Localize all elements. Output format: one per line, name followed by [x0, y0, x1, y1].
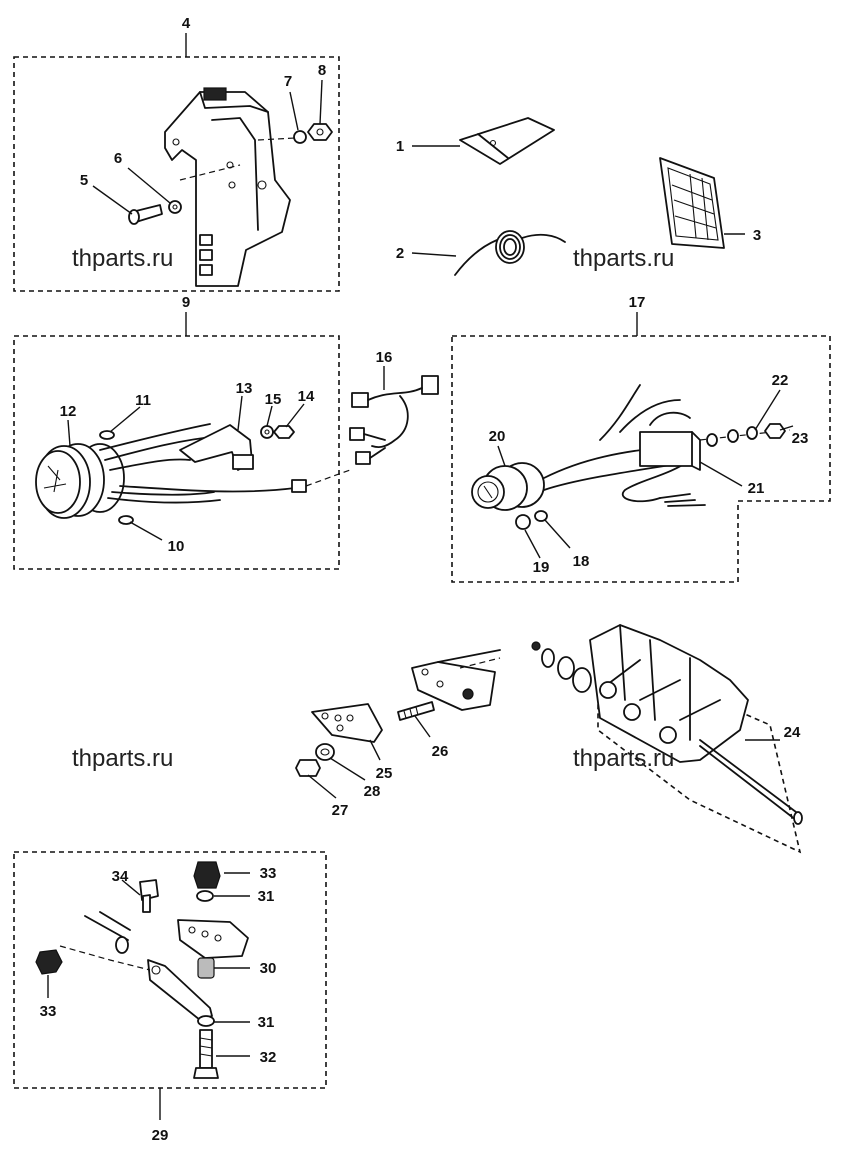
callout-24: 24 [784, 724, 801, 741]
terminal-11 [99, 430, 115, 440]
bolt-32 [193, 1029, 219, 1079]
watermark-middle-left: thparts.ru [72, 745, 173, 772]
callout-22: 22 [772, 372, 789, 389]
bolt-34 [139, 879, 159, 913]
watermarks: thparts.ru thparts.ru thparts.ru thparts… [72, 245, 674, 772]
bracket-assembly [164, 87, 296, 287]
callout-34: 34 [112, 868, 129, 885]
washer-6 [168, 200, 182, 214]
callout-8: 8 [318, 62, 326, 79]
callout-11: 11 [135, 392, 151, 409]
washer-28 [315, 743, 335, 761]
callout-33-upper: 33 [260, 865, 277, 882]
spacer-30 [197, 957, 215, 979]
callout-18: 18 [573, 553, 590, 570]
callout-15: 15 [265, 391, 282, 408]
terminal-10 [118, 515, 134, 525]
callout-6: 6 [114, 150, 122, 167]
callout-25: 25 [376, 765, 393, 782]
washers-24 [531, 641, 592, 693]
plate-29 [177, 919, 249, 959]
callout-9: 9 [182, 294, 190, 311]
pouch-1 [459, 117, 555, 165]
callout-7: 7 [284, 73, 292, 90]
watermark-top-right: thparts.ru [573, 245, 674, 272]
nut-8 [307, 123, 333, 141]
gauge-wiring [99, 423, 351, 504]
callout-17: 17 [629, 294, 646, 311]
callout-5: 5 [80, 172, 88, 189]
gauge-12 [35, 443, 125, 519]
callout-12: 12 [60, 403, 77, 420]
callout-16: 16 [376, 349, 393, 366]
group-box-17 [451, 312, 831, 583]
group-box-29 [13, 851, 327, 1120]
callout-10: 10 [168, 538, 185, 555]
cap-19 [515, 514, 531, 530]
callout-numbers: 1 2 3 4 5 6 7 8 9 10 11 12 13 14 15 16 1… [40, 15, 809, 1144]
harness-16 [349, 375, 439, 465]
callout-29: 29 [152, 1127, 169, 1144]
washer-31-lower [197, 1015, 215, 1027]
callout-31-lower: 31 [258, 1014, 275, 1031]
callout-14: 14 [298, 388, 315, 405]
callout-1: 1 [396, 138, 404, 155]
group-box-9 [13, 312, 340, 570]
tie-arm [59, 911, 213, 1021]
washer-31-upper [196, 890, 214, 902]
bolt-5 [128, 204, 163, 225]
callout-2: 2 [396, 245, 404, 262]
decal-sheet-3 [659, 157, 725, 249]
callout-30: 30 [260, 960, 277, 977]
plate-25 [311, 703, 383, 743]
bracket-13 [179, 424, 254, 471]
callout-32: 32 [260, 1049, 277, 1066]
callout-20: 20 [489, 428, 506, 445]
indicator-20 [471, 462, 545, 511]
nut-23 [764, 423, 786, 439]
nut-33-upper [193, 861, 221, 889]
callout-3: 3 [753, 227, 761, 244]
terminal-18 [534, 510, 548, 522]
callout-27: 27 [332, 802, 349, 819]
callout-4: 4 [182, 15, 191, 32]
callout-33-lower: 33 [40, 1003, 57, 1020]
leader-lines [47, 79, 794, 1057]
callout-31-upper: 31 [258, 888, 275, 905]
callout-19: 19 [533, 559, 550, 576]
washer-15 [260, 425, 274, 439]
group-box-4 [13, 33, 340, 292]
watermark-top-left: thparts.ru [72, 245, 173, 272]
callout-21: 21 [748, 480, 765, 497]
callout-26: 26 [432, 743, 449, 760]
callout-23: 23 [792, 430, 809, 447]
callout-13: 13 [236, 380, 253, 397]
cable-coil-2 [454, 230, 566, 276]
link-arm-assembly [411, 649, 501, 711]
nut-27 [295, 759, 321, 777]
nut-33-lower [35, 949, 63, 975]
watermark-middle-right: thparts.ru [573, 745, 674, 772]
clamp-bracket-24 [589, 624, 803, 825]
nut-14 [273, 425, 295, 439]
stud-26 [397, 701, 435, 721]
washer-7 [293, 130, 307, 144]
callout-28: 28 [364, 783, 381, 800]
washers-22 [706, 426, 758, 447]
